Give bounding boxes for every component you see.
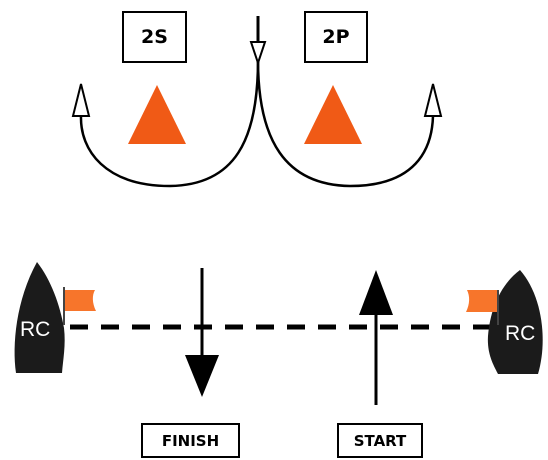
approach-arrowhead [249, 41, 267, 67]
gate-mark-port [304, 85, 362, 144]
committee-boat-left [14, 262, 65, 373]
committee-boat-right [487, 270, 543, 374]
orange-flag-left [65, 290, 96, 311]
gate-label-starboard: 2S [122, 11, 187, 63]
start-arrowhead [359, 270, 393, 315]
committee-boat-label-right: RC [505, 322, 536, 345]
rounding-arrowhead-right [423, 83, 443, 117]
start-label: START [337, 423, 423, 458]
gate-rounding-path-right [256, 59, 435, 188]
gate-label-port: 2P [304, 11, 368, 63]
finish-label: FINISH [141, 423, 240, 458]
orange-flag-right [466, 290, 497, 312]
committee-boat-label-left: RC [20, 318, 51, 341]
finish-arrowhead [185, 355, 219, 397]
gate-rounding-path-left [79, 59, 260, 188]
rounding-arrowhead-left [71, 83, 91, 117]
gate-mark-starboard [128, 85, 186, 144]
